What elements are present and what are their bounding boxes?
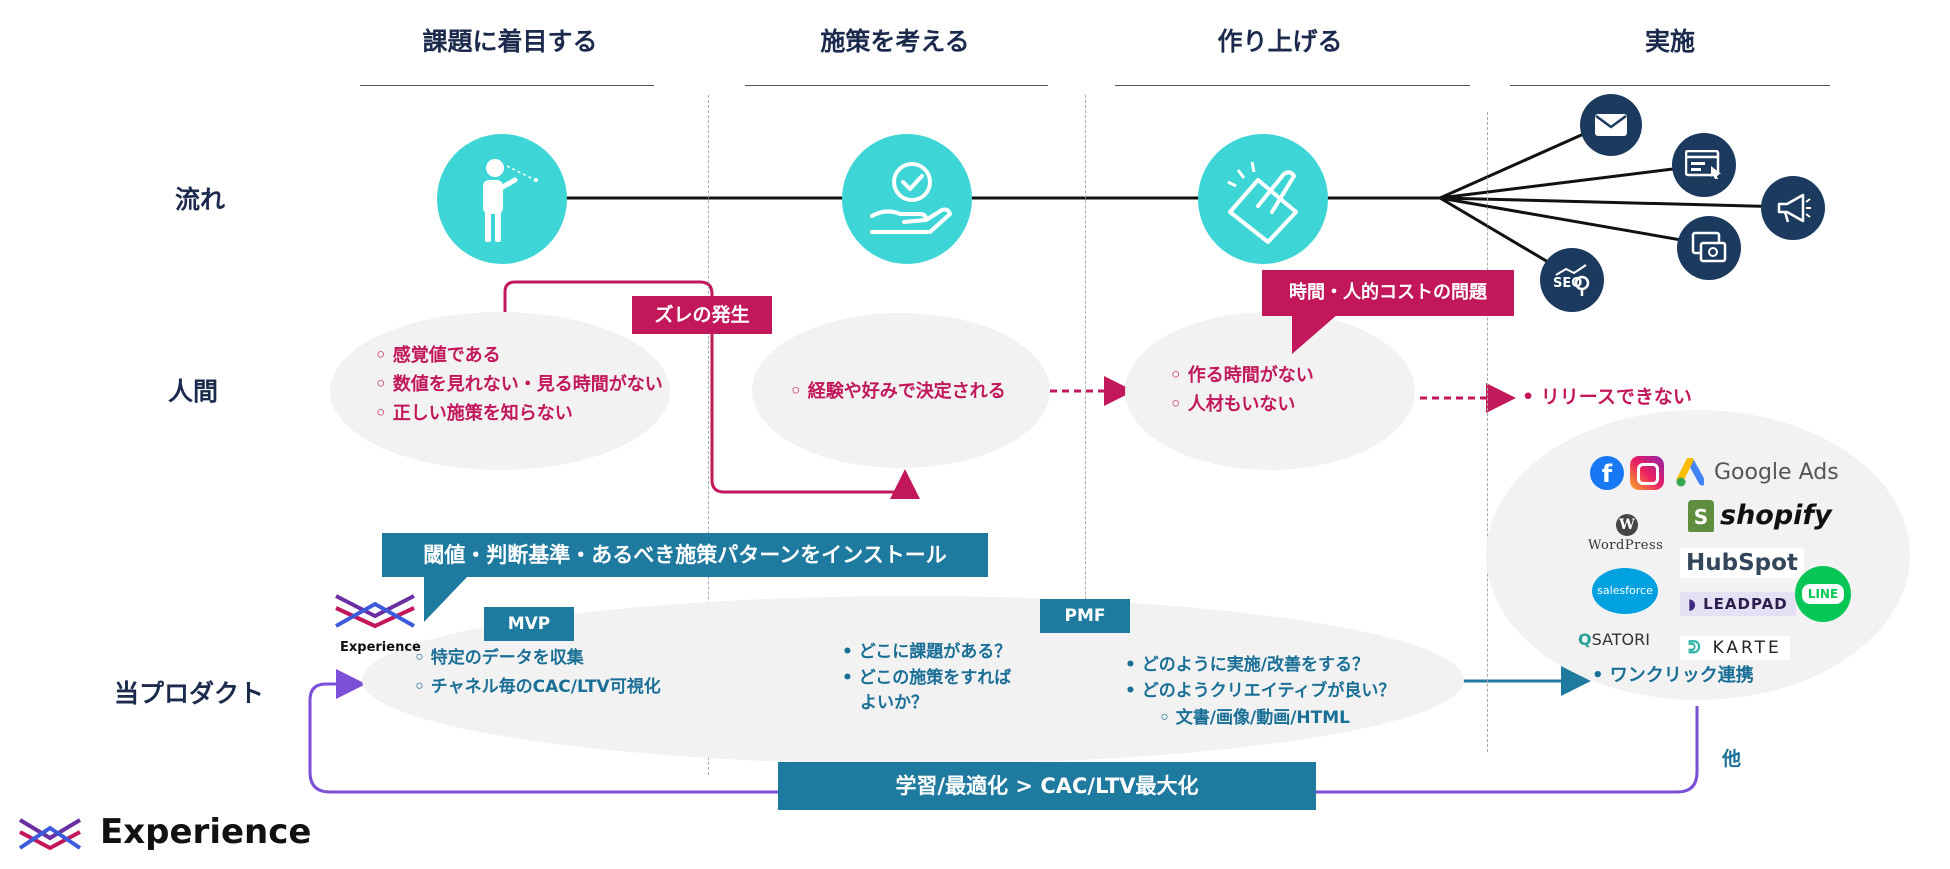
hubspot-label: HubSpot [1680,548,1804,578]
product-build-item: ◦ 文書/画像/動画/HTML [1159,707,1350,728]
experience-logo-small-text: Experience [340,640,421,655]
column-title-plan: 施策を考える [820,27,970,56]
one-click-label: • ワンクリック連携 [1592,665,1754,686]
shopify-label: shopify [1720,500,1832,531]
mvp-tag: MVP [484,607,574,641]
wordpress-icon: W [1616,514,1638,536]
column-title-issue: 課題に着目する [422,27,598,56]
leadpad-label: ◗ LEADPAD [1680,592,1796,616]
line-logo: LINE [1795,566,1851,622]
human-issue-item: ◦ 感覚値である [375,345,501,366]
column-title-execute: 実施 [1644,27,1695,56]
column-rule-1 [360,85,654,86]
human-plan-item: ◦ 経験や好みで決定される [790,381,1006,402]
hand-check-icon [842,134,972,264]
instagram-icon [1630,456,1664,490]
gap-path [503,280,920,499]
mail-icon [1580,94,1642,156]
column-rule-4 [1510,85,1830,86]
writing-hand-icon [1198,134,1328,264]
row-label-flow: 流れ [175,185,226,214]
column-rule-2 [745,85,1048,86]
pmf-tag: PMF [1040,599,1130,633]
product-issue-list: ◦ 特定のデータを収集 ◦ チャネル毎のCAC/LTV可視化 [414,644,661,702]
experience-logo-small-icon [334,592,416,632]
shopify-bag-icon: S [1688,500,1714,532]
human-issue-item: ◦ 正しい施策を知らない [375,402,573,424]
human-build-item: ◦ 人材もいない [1170,393,1296,415]
install-tag: 閾値・判断基準・あるべき施策パターンをインストール [382,533,988,577]
column-divider-2 [1085,95,1086,775]
learning-tag: 学習/最適化 > CAC/LTV最大化 [778,762,1316,810]
product-plan-list: • どこに課題がある？ • どこの施策をすれば よいか？ [842,640,1011,717]
salesforce-logo: salesforce [1592,568,1658,614]
cost-tag: 時間・人的コストの問題 [1262,270,1514,316]
product-issue-item: ◦ 特定のデータを収集 [414,648,584,668]
human-ellipse-plan [752,313,1050,468]
product-plan-item: • どこの施策をすれば [842,667,1012,688]
human-ellipse-build [1125,312,1415,470]
product-plan-item: よいか？ [860,693,928,713]
column-divider-3 [1487,112,1488,752]
row-label-product: 当プロダクト [114,679,265,708]
install-tag-pointer [424,576,468,622]
seo-text: SEO [1553,276,1582,291]
facebook-icon: f [1590,456,1624,490]
fan-line-web [1439,163,1706,200]
product-build-list: • どのように実施/改善をする？ • どのようクリエイティブが良い？ ◦ 文書/… [1125,652,1395,731]
other-label: 他 [1722,748,1742,770]
column-title-build: 作り上げる [1217,27,1343,56]
column-divider-1 [708,95,709,775]
product-build-item: • どのように実施/改善をする？ [1125,655,1370,675]
satori-label: QSATORI [1578,630,1650,649]
feedback-loop [308,669,1699,794]
google-ads-label: Google Ads [1714,460,1839,485]
human-build-list: ◦ 作る時間がない ◦ 人材もいない [1170,362,1314,420]
analysis-person-icon [437,134,567,264]
product-build-item: • どのようクリエイティブが良い？ [1125,681,1396,702]
brand-name: Experience [100,812,312,852]
wordpress-label: WordPress [1588,538,1664,553]
human-issue-item: ◦ 数値を見れない・見る時間がない [375,373,663,395]
seo-icon: SEO [1540,248,1604,312]
google-ads-icon [1676,456,1706,488]
web-browser-icon [1672,133,1736,197]
human-result: • リリースできない [1522,386,1692,408]
cost-tag-pointer [1292,314,1338,354]
product-plan-item: • どこに課題がある？ [842,642,1012,662]
device-gallery-icon [1677,216,1741,280]
megaphone-icon [1761,176,1825,240]
fan-line-megaphone [1439,196,1791,209]
fan-line-device [1439,196,1711,247]
gap-tag: ズレの発生 [632,296,772,334]
experience-logo-icon [18,814,82,854]
column-rule-3 [1115,85,1470,86]
row-label-human: 人間 [168,377,219,406]
human-build-item: ◦ 作る時間がない [1170,365,1314,386]
human-ellipse-issue [330,312,670,470]
human-issue-list: ◦ 感覚値である ◦ 数値を見れない・見る時間がない ◦ 正しい施策を知らない [375,342,663,428]
product-issue-item: ◦ チャネル毎のCAC/LTV可視化 [414,676,661,697]
karte-label: ᕲ KARTE [1680,636,1790,660]
human-plan-list: ◦ 経験や好みで決定される [790,378,1006,407]
